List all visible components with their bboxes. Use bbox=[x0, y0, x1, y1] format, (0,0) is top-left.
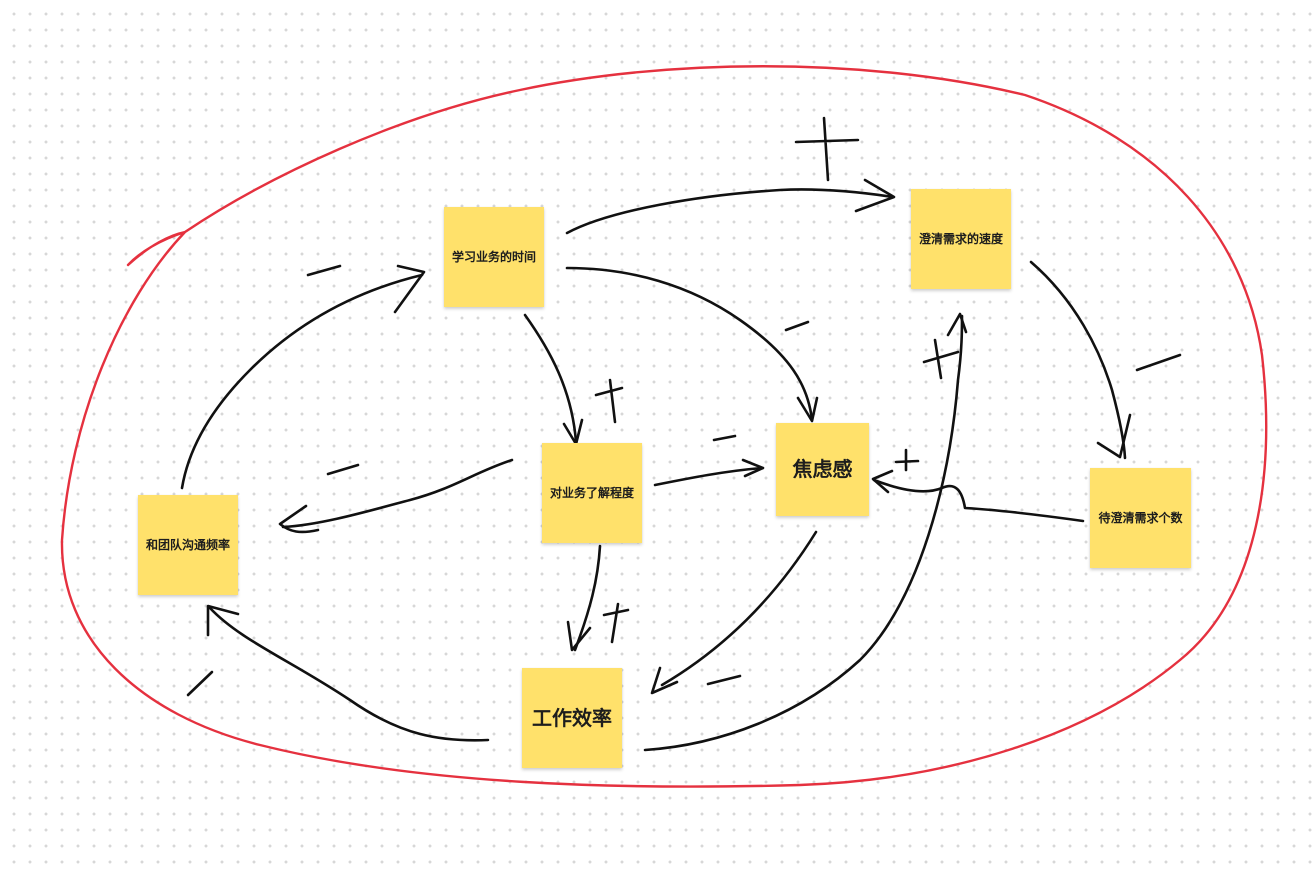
sticky-note-pending-count[interactable]: 待澄清需求个数 bbox=[1090, 468, 1191, 568]
polarity-team-study bbox=[306, 264, 342, 277]
arrowhead-team-to-study bbox=[393, 264, 426, 314]
polarity-clarify-pending bbox=[1135, 353, 1182, 372]
arrowhead-efficiency-to-team bbox=[206, 604, 240, 637]
polarity-anxiety-efficiency bbox=[706, 674, 742, 686]
arrow-understanding-to-anxiety bbox=[653, 466, 764, 487]
arrowhead-understanding-to-team bbox=[278, 504, 320, 534]
polarity-understanding-efficiency bbox=[602, 602, 630, 644]
arrow-understanding-to-efficiency bbox=[573, 544, 602, 652]
polarity-understanding-team bbox=[326, 463, 360, 476]
arrowhead-efficiency-to-clarify bbox=[946, 312, 968, 337]
sticky-note-study-time[interactable]: 学习业务的时间 bbox=[444, 207, 544, 307]
polarity-study-anxiety bbox=[784, 320, 810, 332]
enclosing-red-loop bbox=[60, 65, 1268, 788]
sticky-note-label: 待澄清需求个数 bbox=[1098, 510, 1183, 525]
sticky-note-label: 工作效率 bbox=[532, 705, 612, 730]
arrow-anxiety-to-efficiency bbox=[660, 530, 818, 687]
sticky-note-label: 澄清需求的速度 bbox=[918, 231, 1003, 246]
sticky-note-work-efficiency[interactable]: 工作效率 bbox=[522, 668, 622, 768]
arrow-team-to-study bbox=[180, 273, 424, 490]
polarity-signs bbox=[186, 116, 1182, 697]
arrowhead-pending-to-anxiety bbox=[871, 469, 894, 494]
sticky-note-label: 焦虑感 bbox=[792, 457, 853, 481]
polarity-study-clarify bbox=[794, 116, 860, 182]
sticky-note-label: 对业务了解程度 bbox=[549, 485, 634, 500]
arrowhead-understanding-to-efficiency bbox=[566, 620, 592, 652]
arrowhead-study-to-clarify bbox=[854, 178, 896, 213]
sticky-note-team-communication[interactable]: 和团队沟通频率 bbox=[138, 495, 238, 595]
polarity-efficiency-clarify bbox=[922, 338, 960, 380]
arrow-clarify-to-pending bbox=[1029, 260, 1127, 460]
causal-arrows bbox=[180, 178, 1132, 752]
sticky-note-label: 学习业务的时间 bbox=[451, 249, 536, 264]
arrowhead-anxiety-to-efficiency bbox=[650, 666, 679, 695]
sticky-note-clarify-speed[interactable]: 澄清需求的速度 bbox=[911, 189, 1011, 289]
arrow-study-to-understanding bbox=[523, 313, 578, 444]
arrowhead-study-to-anxiety bbox=[796, 396, 819, 423]
arrow-study-to-anxiety bbox=[565, 266, 814, 422]
polarity-pending-anxiety bbox=[894, 448, 920, 472]
arrow-efficiency-to-clarify bbox=[643, 314, 964, 752]
arrow-pending-to-anxiety bbox=[872, 478, 1085, 523]
sticky-note-label: 和团队沟通频率 bbox=[145, 537, 230, 552]
polarity-efficiency-team bbox=[186, 670, 214, 697]
polarity-understanding-anxiety bbox=[712, 434, 737, 442]
arrow-understanding-to-team bbox=[281, 458, 514, 529]
arrow-efficiency-to-team bbox=[208, 606, 490, 742]
polarity-study-understanding bbox=[594, 378, 624, 424]
arrow-study-to-clarify bbox=[565, 188, 895, 235]
arrowhead-clarify-to-pending bbox=[1096, 413, 1132, 459]
arrowhead-understanding-to-anxiety bbox=[741, 458, 765, 478]
sticky-note-anxiety[interactable]: 焦虑感 bbox=[776, 423, 869, 516]
sticky-note-understanding[interactable]: 对业务了解程度 bbox=[542, 443, 642, 543]
